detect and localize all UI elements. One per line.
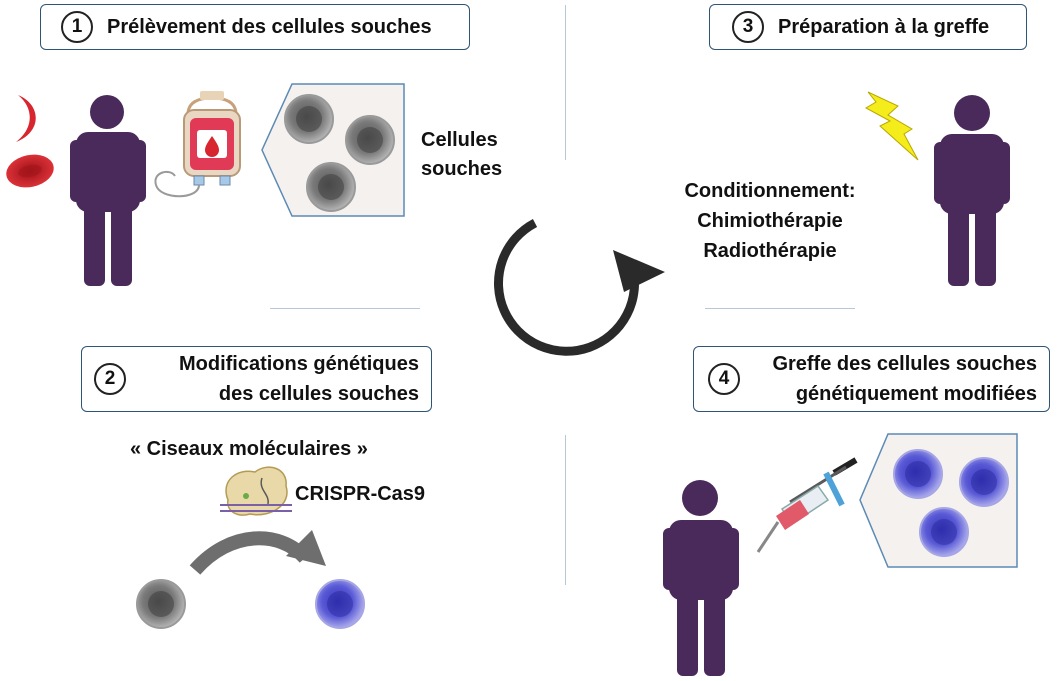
scissors-label: « Ciseaux moléculaires » bbox=[130, 438, 368, 460]
step-4-box: 4 Greffe des cellules souches génétiquem… bbox=[693, 346, 1050, 412]
divider-horizontal-left bbox=[270, 308, 420, 309]
step-1-title: Prélèvement des cellules souches bbox=[107, 16, 432, 38]
step-1-number: 1 bbox=[61, 11, 93, 43]
syringe-icon bbox=[756, 457, 858, 553]
red-blood-cell-icon bbox=[6, 95, 54, 188]
divider-horizontal-right bbox=[705, 308, 855, 309]
divider-vertical-bottom bbox=[565, 435, 566, 585]
lightning-icon bbox=[864, 91, 919, 161]
step-4-number: 4 bbox=[708, 363, 740, 395]
stem-cell-icon bbox=[136, 579, 186, 629]
cycle-arrow-icon bbox=[494, 219, 665, 356]
step-3-box: 3 Préparation à la greffe bbox=[709, 4, 1027, 50]
person-icon bbox=[70, 95, 146, 286]
blood-bag-icon bbox=[154, 91, 241, 198]
crispr-label: CRISPR-Cas9 bbox=[295, 483, 426, 505]
curved-arrow-icon bbox=[189, 530, 326, 575]
step-1-box: 1 Prélèvement des cellules souches bbox=[40, 4, 470, 50]
person-icon bbox=[663, 480, 739, 676]
modified-cell-icon bbox=[893, 449, 1009, 557]
step-2-title: Modifications génétiques des cellules so… bbox=[178, 353, 419, 405]
modified-cell-icon bbox=[315, 579, 365, 629]
step-3-number: 3 bbox=[732, 11, 764, 43]
step-2-box: 2 Modifications génétiques des cellules … bbox=[81, 346, 432, 412]
step-2-number: 2 bbox=[94, 363, 126, 395]
crispr-icon bbox=[220, 466, 292, 516]
step-4-title: Greffe des cellules souches génétiquemen… bbox=[772, 353, 1037, 405]
stem-cell-icon bbox=[284, 94, 395, 212]
conditioning-label: Conditionnement: Chimiothérapie Radiothé… bbox=[684, 180, 856, 262]
person-icon bbox=[934, 95, 1010, 286]
stem-cells-label: Cellules souches bbox=[421, 129, 503, 180]
divider-vertical-top bbox=[565, 5, 566, 160]
step-3-title: Préparation à la greffe bbox=[778, 16, 990, 38]
